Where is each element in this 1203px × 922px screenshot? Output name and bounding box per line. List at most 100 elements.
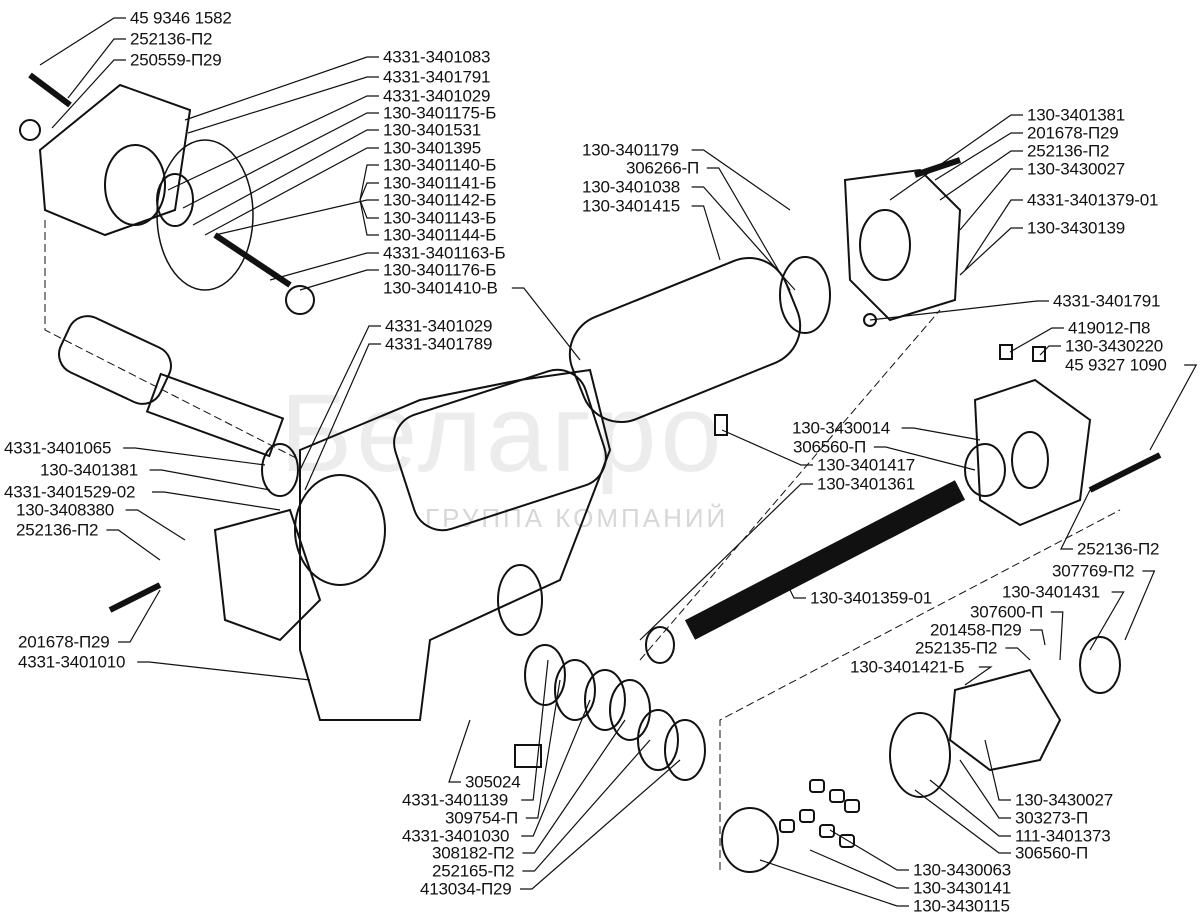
leader-line	[1005, 647, 1031, 661]
part-label: 4331-3401379-01	[1027, 190, 1159, 210]
part-label: 130-3401141-Б	[383, 173, 497, 193]
valve-seal	[964, 443, 1006, 497]
part-label: 419012-П8	[1068, 318, 1151, 338]
leader-line	[448, 719, 471, 783]
bearing	[779, 256, 831, 334]
part-label: 306560-П	[1015, 843, 1089, 863]
leader-line	[1009, 327, 1064, 353]
screw-cap	[285, 285, 315, 315]
part-label: 130-3401431	[1002, 582, 1101, 602]
end-nut	[721, 807, 779, 873]
part-label: 130-3401410-В	[383, 278, 498, 298]
o-ring	[156, 139, 254, 291]
part-label: 307600-П	[970, 602, 1044, 622]
leader-line	[118, 589, 161, 643]
part-label: 252165-П2	[432, 861, 515, 881]
part-label: 130-3430027	[1027, 159, 1126, 179]
leader-line	[829, 829, 909, 871]
part-label: 4331-3401139	[402, 790, 508, 810]
leader-line	[304, 343, 381, 491]
leader-line	[152, 491, 281, 511]
adjust-screw	[213, 232, 292, 288]
gear-housing	[299, 368, 612, 721]
part-label: 130-3430115	[913, 896, 1010, 916]
part-label: 306560-П	[793, 437, 867, 457]
leader-line	[691, 149, 791, 211]
leader-line	[789, 589, 806, 599]
axis-line-1	[44, 220, 301, 461]
leader-line	[521, 659, 549, 801]
part-label: 130-3401415	[582, 196, 681, 216]
part-label: 130-3430027	[1015, 790, 1114, 810]
leader-line	[299, 269, 379, 291]
valve-bore	[859, 209, 911, 281]
side-cover	[213, 508, 322, 642]
part-label: 130-3408380	[16, 500, 115, 520]
valve-body	[973, 378, 1092, 527]
part-label: 305024	[465, 772, 521, 792]
part-label: 308182-П2	[432, 843, 515, 863]
seal-ring-0	[524, 644, 566, 706]
part-label: 201678-П29	[18, 632, 110, 652]
seal-ring	[156, 173, 194, 227]
leader-line	[269, 252, 379, 281]
plunger-3	[799, 809, 815, 823]
part-label: 4331-3401791	[1053, 291, 1161, 311]
screw-ring	[645, 626, 675, 664]
seal-ring-1	[554, 659, 596, 721]
housing-port	[497, 564, 543, 636]
part-label: 252135-П2	[915, 638, 998, 658]
leader-line	[964, 199, 1023, 271]
valve-body-bolt	[1088, 452, 1162, 493]
leader-line	[187, 76, 379, 134]
part-label: 4331-3401083	[383, 47, 491, 67]
leader-line	[873, 446, 976, 471]
leader-line	[520, 759, 681, 890]
valve-bolt	[914, 157, 961, 178]
cover-bore	[104, 144, 166, 226]
leader-line	[167, 95, 379, 191]
plunger-2	[844, 799, 860, 813]
part-label: 252136-П2	[130, 29, 213, 49]
pump-seal	[1079, 636, 1121, 694]
part-label: 130-3401381	[1027, 105, 1126, 125]
leader-line	[1089, 591, 1125, 651]
part-label: 130-3430139	[1027, 218, 1126, 238]
part-label: 130-3430141	[913, 878, 1012, 898]
part-label: 413034-П29	[420, 879, 512, 899]
leader-line	[182, 112, 379, 209]
part-label: 130-3401531	[383, 120, 482, 140]
part-label: 4331-3401529-02	[4, 482, 136, 502]
plunger-5	[839, 834, 855, 848]
breather	[714, 414, 728, 436]
pump-disc	[889, 712, 951, 798]
leader-line	[959, 227, 1023, 276]
leader-line	[914, 789, 1011, 854]
leader-line	[511, 287, 581, 361]
seal-ring-4	[637, 709, 679, 771]
seal-ring-3	[609, 679, 651, 741]
steering-screw	[684, 480, 966, 640]
leader-line	[67, 38, 126, 99]
leader-line	[39, 17, 126, 66]
leader-line	[184, 56, 379, 121]
leader-line	[522, 739, 651, 872]
top-cover	[38, 83, 192, 237]
plug-305024	[514, 744, 542, 768]
leader-line	[1149, 364, 1198, 451]
plunger-0	[809, 779, 825, 793]
leader-line	[934, 132, 1023, 181]
leader-line	[359, 164, 379, 201]
part-label: 130-3401176-Б	[383, 260, 497, 280]
leader-line	[1060, 489, 1091, 550]
part-label: 130-3401417	[817, 455, 916, 475]
housing-flange	[294, 474, 386, 586]
leader-line	[299, 325, 381, 471]
part-label: 130-3401038	[582, 177, 681, 197]
watermark-logo: Белагро	[280, 372, 726, 495]
axis-line-2	[639, 309, 941, 661]
fitting-2	[1032, 346, 1046, 362]
leader-line	[522, 719, 626, 854]
plug	[863, 313, 877, 327]
